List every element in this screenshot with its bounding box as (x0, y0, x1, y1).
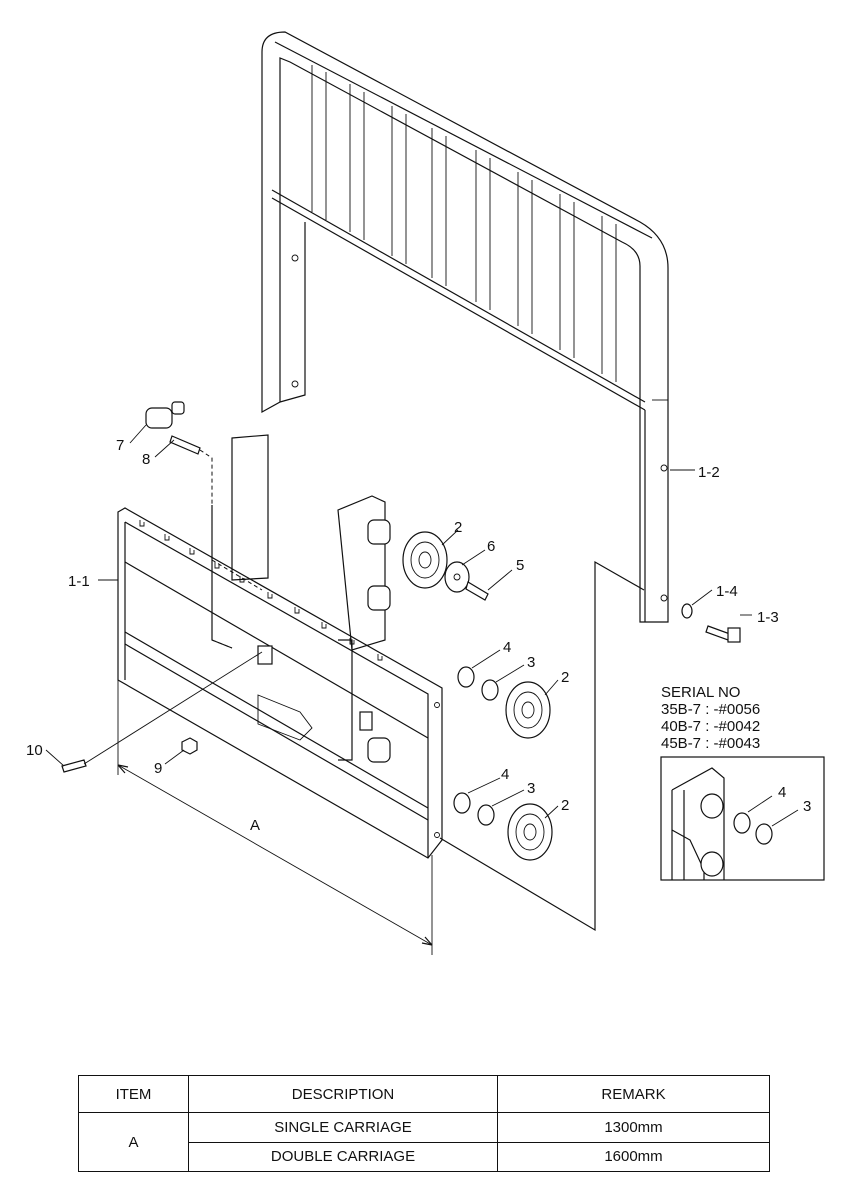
table-header-row: ITEM DESCRIPTION REMARK (78, 1074, 770, 1114)
callout-1-3: 1-3 (757, 609, 779, 626)
callout-9: 9 (154, 760, 162, 777)
roller-pin-7 (145, 401, 185, 429)
callout-5: 5 (516, 557, 524, 574)
table-row: A SINGLE CARRIAGE 1300mm (78, 1112, 770, 1172)
exploded-parts-diagram: 1-1 1-2 1-3 1-4 2 6 5 4 3 2 4 3 2 7 8 9 … (26, 31, 825, 955)
callout-6: 6 (487, 538, 495, 555)
cell-description: SINGLE CARRIAGE (188, 1112, 498, 1143)
callout-4-lower: 4 (501, 766, 509, 783)
serial-line: 45B-7 : -#0043 (661, 735, 761, 752)
serial-detail-inset: 4 3 (660, 756, 825, 881)
serial-number-note: SERIAL NO 35B-7 : -#0056 40B-7 : -#0042 … (661, 684, 760, 752)
serial-line: 40B-7 : -#0042 (661, 718, 761, 735)
header-description: DESCRIPTION (188, 1074, 498, 1114)
callout-7: 7 (116, 437, 124, 454)
cell-description: DOUBLE CARRIAGE (188, 1141, 498, 1173)
table-row: DOUBLE CARRIAGE 1600mm (79, 1141, 770, 1173)
nut-9 (181, 737, 198, 755)
carriage-spec-table: ITEM DESCRIPTION REMARK A SINGLE CARRIAG… (78, 1074, 770, 1173)
cell-item: A (78, 1112, 189, 1172)
carriage (117, 434, 443, 859)
inset-callout-3: 3 (803, 798, 811, 815)
callout-3-middle: 3 (527, 654, 535, 671)
callout-3-lower: 3 (527, 780, 535, 797)
serial-line: 35B-7 : -#0056 (661, 701, 761, 718)
bolt-10 (61, 759, 87, 773)
bolt-8 (169, 435, 201, 455)
header-remark: REMARK (497, 1074, 770, 1114)
header-item: ITEM (78, 1074, 189, 1114)
load-backrest (261, 31, 669, 623)
bolt-1-3 (705, 625, 741, 643)
callout-10: 10 (26, 742, 43, 759)
callout-8: 8 (142, 451, 150, 468)
callout-1-1: 1-1 (68, 573, 90, 590)
middle-roller (367, 585, 551, 739)
inset-callout-4: 4 (778, 784, 786, 801)
callout-1-4: 1-4 (716, 583, 738, 600)
upper-roller (367, 519, 489, 601)
cell-remark: 1600mm (497, 1141, 770, 1173)
callout-2-lower: 2 (561, 797, 569, 814)
callout-1-2: 1-2 (698, 464, 720, 481)
callout-4-middle: 4 (503, 639, 511, 656)
callout-2-middle: 2 (561, 669, 569, 686)
callout-2-upper: 2 (454, 519, 462, 536)
lower-roller (367, 737, 553, 861)
washer-1-4 (681, 603, 693, 619)
cell-remark: 1300mm (497, 1112, 770, 1143)
serial-title: SERIAL NO (661, 684, 741, 701)
dimension-label-a: A (250, 817, 260, 834)
